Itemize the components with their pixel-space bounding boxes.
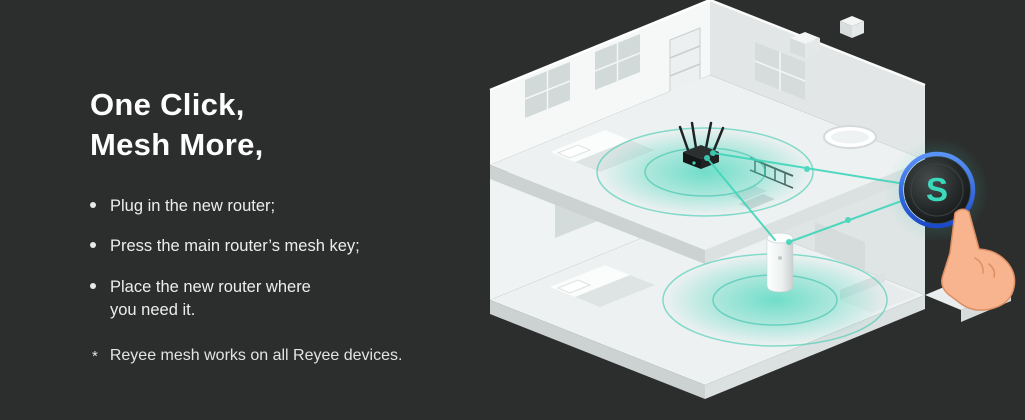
list-item: Plug in the new router; [90, 195, 470, 218]
mesh-link-lines [704, 150, 908, 245]
headline-line2: Mesh More, [90, 127, 264, 163]
roof-blocks [790, 16, 864, 58]
page-title: One Click, Mesh More, [90, 85, 470, 166]
asterisk-icon: * [92, 348, 98, 365]
mesh-house-illustration: S [489, 0, 1016, 399]
footnote-text: Reyee mesh works on all Reyee devices. [109, 347, 403, 364]
text-column: One Click, Mesh More, Plug in the new ro… [90, 64, 470, 322]
headline-line1: One Click, [90, 86, 245, 122]
pointing-hand-icon [941, 208, 1016, 311]
footnote: * Reyee mesh works on all Reyee devices. [92, 347, 402, 365]
list-item: Press the main router’s mesh key; [90, 235, 470, 258]
list-item: Place the new router where you need it. [90, 276, 470, 322]
mesh-button-glyph: S [926, 171, 948, 208]
house-upper-walls [489, 0, 926, 165]
bullet-text: Press the main router’s mesh key; [110, 237, 360, 256]
bullet-text: Place the new router where you need it. [110, 277, 311, 319]
bullet-dot-icon [90, 242, 96, 249]
bullet-text: Plug in the new router; [110, 197, 276, 216]
window [815, 222, 865, 276]
bullet-dot-icon [90, 202, 96, 209]
bullet-dot-icon [90, 282, 96, 289]
window [524, 34, 806, 118]
bullet-list: Plug in the new router; Press the main r… [90, 195, 470, 321]
mesh-coverage-upper [596, 127, 814, 217]
router-led [692, 161, 696, 165]
